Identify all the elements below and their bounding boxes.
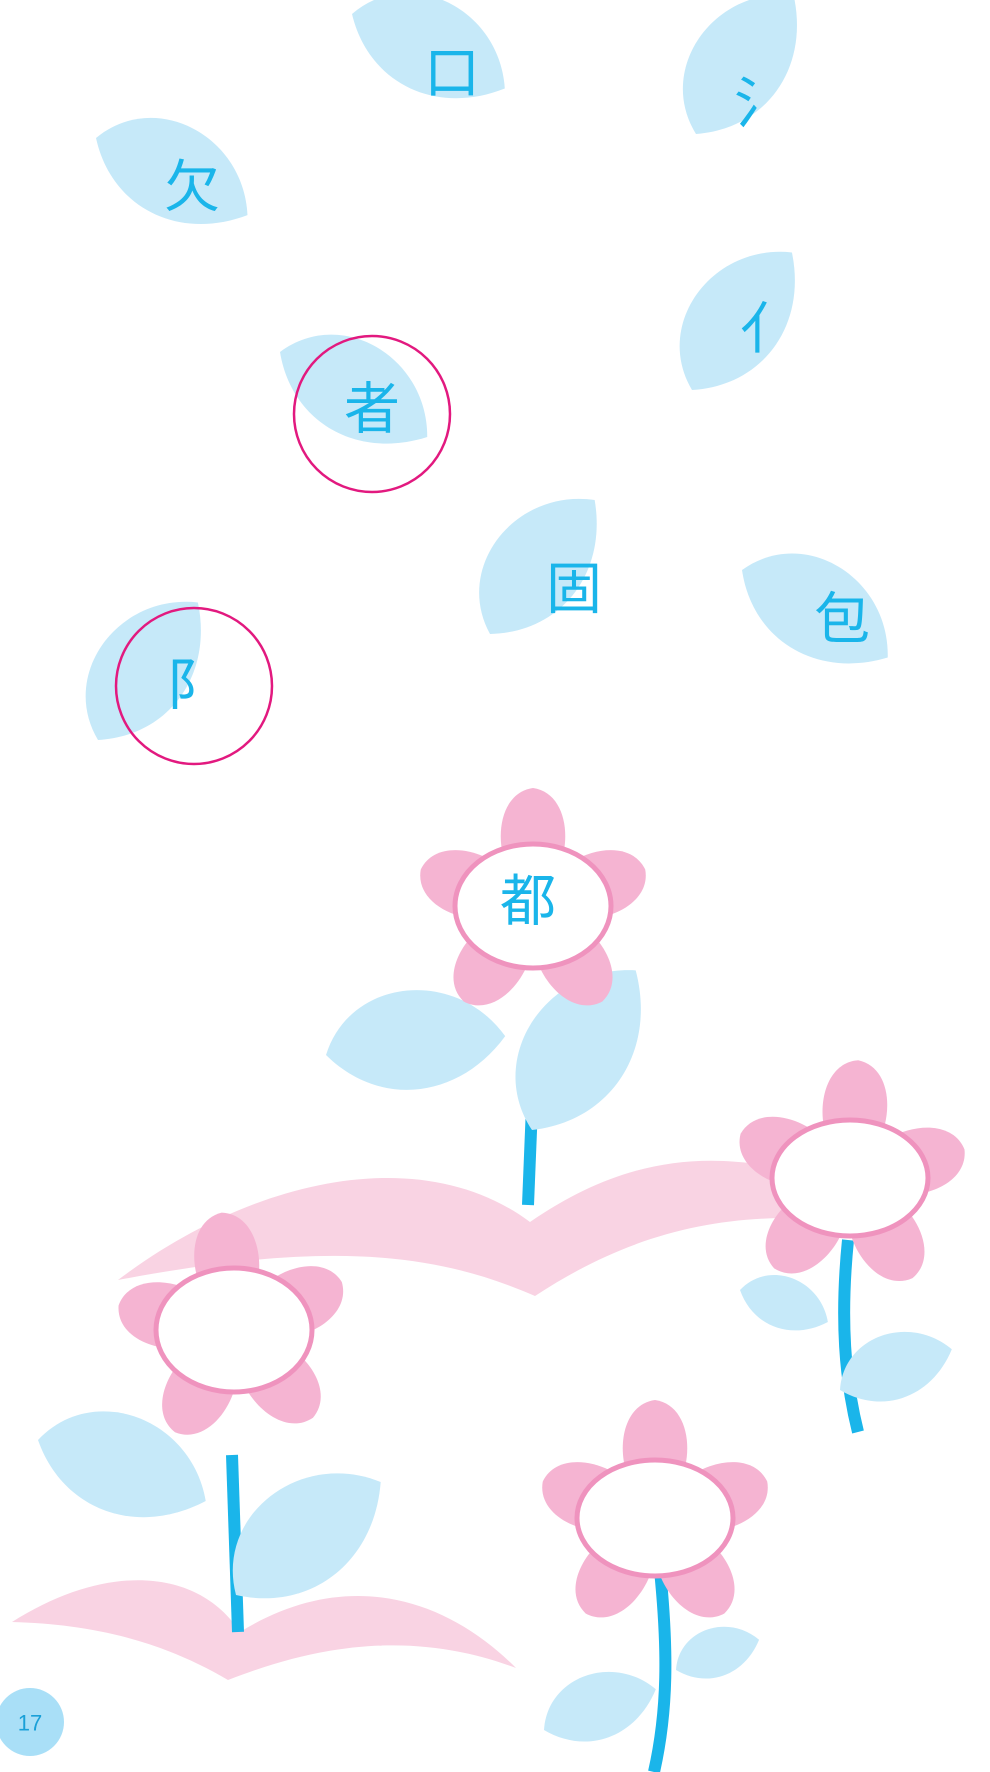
flower-label: 都 <box>500 870 556 935</box>
leaf-char: 欠 <box>164 156 220 221</box>
flower-center[interactable] <box>769 1117 931 1239</box>
stem-left <box>226 1454 244 1633</box>
flower-labels: 都 <box>500 870 556 935</box>
flower-center[interactable] <box>452 841 614 971</box>
leaf-icon <box>666 1614 767 1691</box>
stem-right <box>838 1239 864 1434</box>
selection-circle <box>114 606 274 766</box>
leaf-char: 氵 <box>734 72 790 137</box>
leaf-char: 固 <box>546 558 602 623</box>
flower-group <box>111 788 973 1633</box>
hill-middle <box>118 1160 790 1296</box>
leaf-char: 口 <box>424 42 480 107</box>
flower[interactable] <box>410 788 656 1021</box>
flower-center[interactable] <box>574 1457 736 1579</box>
flower[interactable] <box>728 1058 973 1296</box>
selection-circle <box>292 334 452 494</box>
leaf-char: 阝 <box>166 654 222 719</box>
leaf-icon <box>531 1654 666 1758</box>
leaf-icon <box>732 1262 838 1344</box>
page-number: 17 <box>18 1711 42 1736</box>
leaf-card[interactable] <box>649 221 826 415</box>
stem-bottom <box>648 1569 672 1772</box>
leaf-char: 者 <box>344 378 400 443</box>
flower[interactable] <box>111 1209 355 1449</box>
selection-circles <box>114 334 452 766</box>
leaf-char: 包 <box>814 588 870 653</box>
flower[interactable] <box>532 1400 778 1633</box>
ground-hills <box>12 1160 790 1680</box>
page-number-badge: 17 <box>0 1688 64 1756</box>
leaf-icon <box>649 221 826 415</box>
leaf-char: 亻 <box>740 298 796 363</box>
flower-center[interactable] <box>153 1265 315 1395</box>
leaf-characters: 口 氵 欠 亻 者 固 包 阝 <box>164 42 870 719</box>
hill-left <box>12 1580 516 1680</box>
